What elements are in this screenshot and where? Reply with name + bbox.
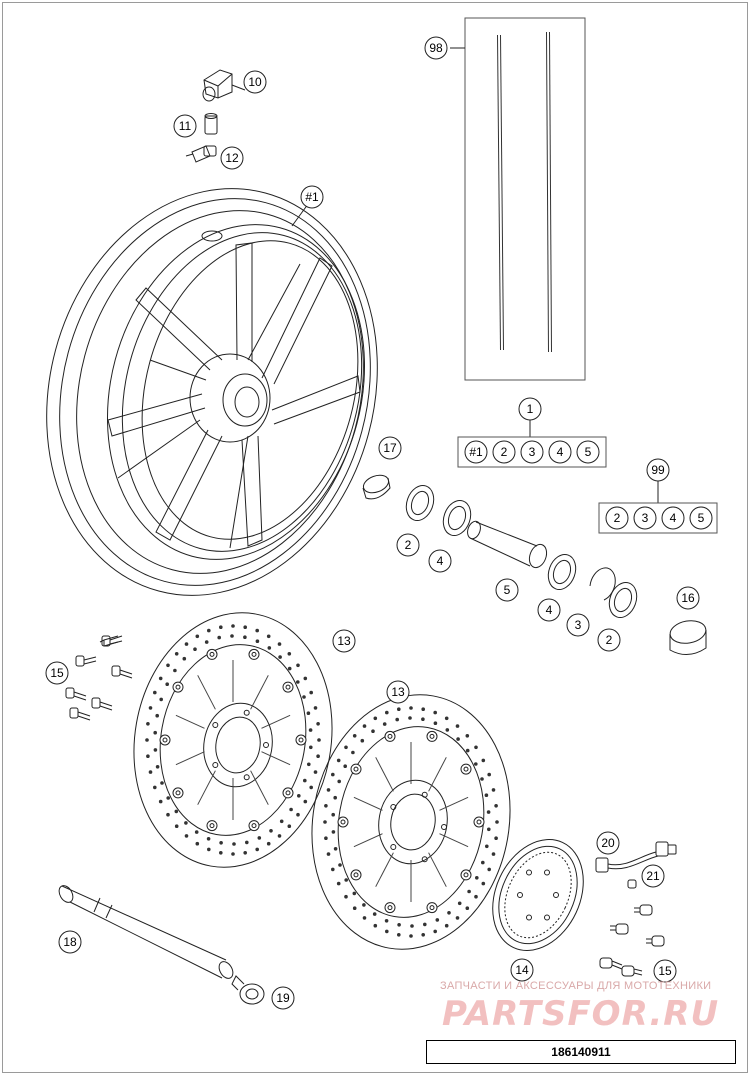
kit-99-label: 4 xyxy=(670,511,677,525)
callout-c10: 10 xyxy=(243,70,267,94)
part-10-sensor xyxy=(202,69,233,102)
callout-label: 98 xyxy=(429,41,443,55)
part-2-seal-ring-b xyxy=(608,582,638,618)
callout-label: 13 xyxy=(391,685,405,699)
callout-label: 99 xyxy=(651,463,665,477)
callout-c5: 5 xyxy=(495,578,519,602)
callout-c2a: 2 xyxy=(396,533,420,557)
callout-c99: 99 xyxy=(646,458,670,482)
part-98-strip-right xyxy=(546,31,552,353)
callout-label: 2 xyxy=(405,538,412,552)
callout-c20: 20 xyxy=(596,831,620,855)
kit-1-item: 4 xyxy=(548,440,572,464)
kit-99-item: 2 xyxy=(605,506,629,530)
kit-1-label: 2 xyxy=(501,445,508,459)
kit-99-item: 3 xyxy=(633,506,657,530)
callout-label: 4 xyxy=(546,603,553,617)
callout-c12: 12 xyxy=(220,146,244,170)
part-98-strip-left xyxy=(497,34,504,351)
kit-1-label: 3 xyxy=(529,445,536,459)
callout-label: 19 xyxy=(276,991,290,1005)
callout-c1: 1 xyxy=(518,397,542,421)
part-4-bearing-a xyxy=(442,500,472,536)
kit-1-item: 2 xyxy=(492,440,516,464)
kit-1-item: 5 xyxy=(576,440,600,464)
callout-c11: 11 xyxy=(173,114,197,138)
callout-label: 5 xyxy=(504,583,511,597)
callout-c15b: 15 xyxy=(653,959,677,983)
kit-99-label: 2 xyxy=(614,511,621,525)
kit-1-label: 4 xyxy=(557,445,564,459)
part-15-screws-b xyxy=(599,904,665,977)
callout-c13a: 13 xyxy=(332,629,356,653)
callout-label: 18 xyxy=(63,935,77,949)
callout-label: 1 xyxy=(527,402,534,416)
diagram-code-box: 186140911 xyxy=(426,1040,736,1064)
diagram-code: 186140911 xyxy=(551,1045,611,1059)
part-98-box xyxy=(464,17,586,381)
callout-label: 14 xyxy=(515,963,529,977)
part-5-spacer-tube xyxy=(467,520,548,569)
part-3-circlip xyxy=(589,567,616,601)
callout-c19: 19 xyxy=(271,986,295,1010)
kit-99-item: 4 xyxy=(661,506,685,530)
callout-c3: 3 xyxy=(566,613,590,637)
callout-label: 2 xyxy=(606,633,613,647)
kit-99-item: 5 xyxy=(689,506,713,530)
part-21-screw xyxy=(627,879,637,889)
kit-1-item: #1 xyxy=(464,440,488,464)
callout-label: 15 xyxy=(658,964,672,978)
callout-c16: 16 xyxy=(676,586,700,610)
kit-1-box xyxy=(457,436,607,468)
part-12-valve xyxy=(185,145,217,163)
callout-label: 13 xyxy=(337,634,351,648)
part-15-screws-a xyxy=(65,635,133,721)
callout-label: 3 xyxy=(575,618,582,632)
callout-label: 15 xyxy=(50,666,64,680)
callout-label: 16 xyxy=(681,591,695,605)
part-11-sleeve xyxy=(204,113,218,135)
kit-99-label: 5 xyxy=(698,511,705,525)
callout-c15a: 15 xyxy=(45,661,69,685)
callout-c18: 18 xyxy=(58,930,82,954)
callout-c1w: #1 xyxy=(300,185,324,209)
callout-c14: 14 xyxy=(510,958,534,982)
callout-c4a: 4 xyxy=(428,549,452,573)
kit-99-box xyxy=(598,502,718,534)
part-13-brake-disc-b xyxy=(311,694,511,950)
callout-c2b: 2 xyxy=(597,628,621,652)
part-13-brake-disc-a xyxy=(133,612,333,868)
part-16-spacer xyxy=(669,620,707,655)
kit-99-label: 3 xyxy=(642,511,649,525)
callout-c17: 17 xyxy=(378,436,402,460)
part-1-wheel xyxy=(46,188,378,596)
kit-1-label: #1 xyxy=(469,445,483,459)
part-14-abs-ring xyxy=(492,839,584,951)
callout-label: 4 xyxy=(437,554,444,568)
callout-c98: 98 xyxy=(424,36,448,60)
callout-label: 20 xyxy=(601,836,615,850)
callout-label: 11 xyxy=(179,119,192,133)
part-19-axle-nut xyxy=(231,975,265,1005)
part-2-seal-ring-a xyxy=(405,485,435,521)
callout-label: 17 xyxy=(383,441,397,455)
part-18-axle xyxy=(58,885,234,979)
part-20-speed-sensor xyxy=(595,841,677,873)
callout-label: 12 xyxy=(225,151,239,165)
kit-1-item: 3 xyxy=(520,440,544,464)
callout-label: 10 xyxy=(248,75,262,89)
kit-1-label: 5 xyxy=(585,445,592,459)
callout-label: #1 xyxy=(305,190,319,204)
watermark-tagline: ЗАПЧАСТИ И АКСЕССУАРЫ ДЛЯ МОТОТЕХНИКИ xyxy=(440,980,712,992)
watermark-logo: PARTSFOR.RU xyxy=(442,994,720,1034)
part-4-bearing-b xyxy=(547,554,577,590)
callout-c13b: 13 xyxy=(386,680,410,704)
part-17-spacer xyxy=(362,474,391,500)
callout-c21: 21 xyxy=(641,864,665,888)
callout-c4b: 4 xyxy=(537,598,561,622)
callout-label: 21 xyxy=(646,869,660,883)
